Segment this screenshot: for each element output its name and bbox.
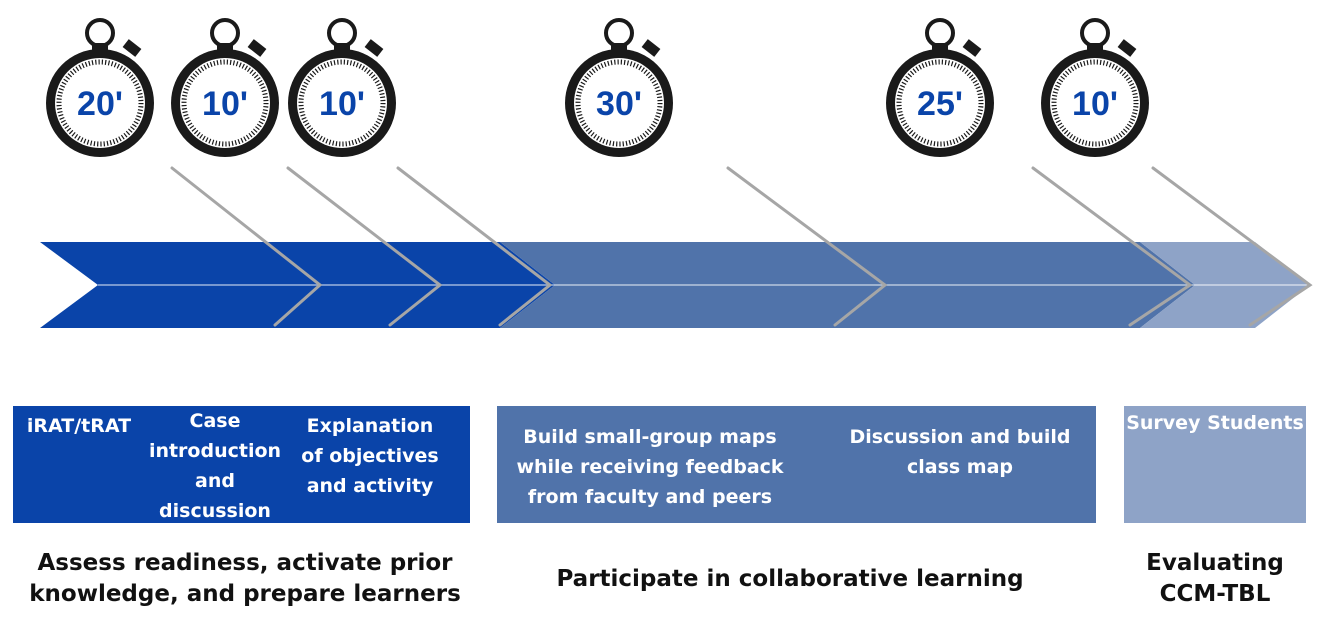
- chevron-divider: [1031, 166, 1193, 327]
- caption-collaborative: Participate in collaborative learning: [556, 566, 1024, 592]
- caption-readiness: Assess readiness, activate prior knowled…: [29, 550, 461, 607]
- activity-survey: Survey Students: [1126, 412, 1304, 434]
- timer-label: 20': [77, 85, 123, 123]
- timer-label: 30': [596, 85, 642, 123]
- timer-label: 10': [202, 85, 248, 123]
- timer-label: 25': [917, 85, 963, 123]
- activity-discussion-class: Discussion and build class map: [849, 426, 1071, 478]
- chevron-divider: [286, 166, 443, 327]
- chevron-divider: [726, 166, 888, 327]
- activity-explanation: Explanation of objectives and activity: [301, 415, 439, 497]
- chevron-divider: [170, 166, 323, 327]
- phase-box-evaluating: [1124, 406, 1306, 523]
- chevron-divider: [396, 166, 553, 327]
- chevron-divider: [1151, 166, 1313, 327]
- activity-build-small-group: Build small-group maps while receiving f…: [516, 426, 784, 508]
- caption-evaluating: Evaluating CCM-TBL: [1146, 550, 1284, 607]
- activity-case: Case introduction and discussion: [148, 410, 282, 522]
- phase-box-readiness: [13, 406, 470, 523]
- timer-label: 10': [1072, 85, 1118, 123]
- phase-box-collaborative: [497, 406, 1096, 523]
- timer-label: 10': [319, 85, 365, 123]
- activity-irat: iRAT/tRAT: [26, 415, 132, 437]
